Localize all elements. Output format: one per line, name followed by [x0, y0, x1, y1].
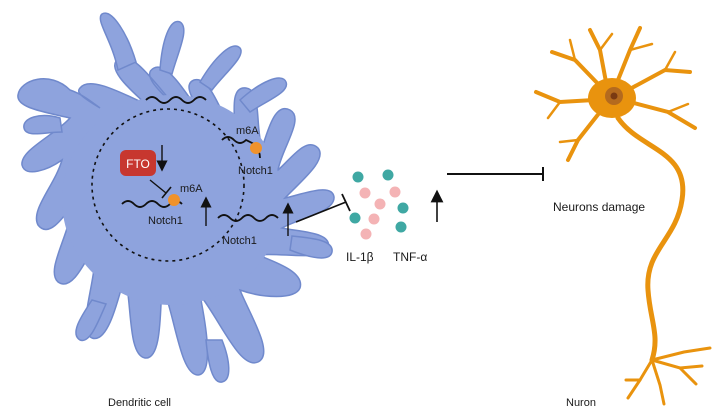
- m6a-label-cytoplasm: m6A: [236, 125, 259, 137]
- notch1-label-cytoplasm-upper: Notch1: [238, 165, 273, 177]
- fto-box: [120, 150, 156, 176]
- axon-terminal: [650, 346, 712, 362]
- cell-inhibit-line: [295, 201, 347, 223]
- cell-inhibit-bar: [341, 193, 351, 212]
- dendrite-spike: [75, 299, 108, 342]
- m6a-label-nucleus: m6A: [180, 183, 203, 195]
- neuron-nucleolus: [610, 92, 618, 100]
- cytokine-teal: [397, 202, 409, 214]
- cytoplasm-rna-top: [145, 96, 207, 104]
- neuron-dendrite: [568, 38, 577, 62]
- neurons-damage-label: Neurons damage: [553, 200, 645, 214]
- dendritic-cell: FTO m6A Notch1 m6A Notch1 Notch1: [17, 12, 335, 383]
- tnfa-label: TNF-α: [393, 250, 427, 264]
- cytokine-teal: [382, 169, 394, 181]
- cytokine-teal: [352, 171, 364, 183]
- m6a-dot-nucleus: [168, 194, 180, 206]
- dendrite-spike: [205, 339, 230, 383]
- neuron-dendrite: [626, 67, 692, 92]
- dendrite-spike: [238, 77, 288, 113]
- dendrite-spike: [23, 114, 63, 135]
- cytokine-cluster: [349, 169, 409, 240]
- neuron-dendrite: [616, 26, 642, 82]
- neuron-dendrite: [546, 100, 562, 120]
- fto-inhibit-bar: [161, 186, 172, 199]
- cytokine-pink: [374, 198, 386, 210]
- cytokine-teal: [395, 221, 407, 233]
- fto-inhibit-line: [149, 179, 167, 194]
- notch1-label-cytoplasm-lower: Notch1: [222, 235, 257, 247]
- neuron-dendrite: [666, 102, 690, 114]
- cytokine-pink: [368, 213, 380, 225]
- neuron-dendrite: [550, 50, 604, 90]
- fto-label: FTO: [126, 157, 150, 171]
- axon-terminal: [678, 366, 698, 386]
- neuron-dendrite: [566, 110, 602, 162]
- neuron: [534, 26, 712, 406]
- axon-terminal: [650, 358, 704, 370]
- axon-terminal: [650, 358, 666, 406]
- il1b-label: IL-1β: [346, 250, 374, 264]
- dendrite-spike: [198, 45, 242, 92]
- cytoplasm-rna-lower: [217, 214, 279, 222]
- dendrite-spike: [159, 20, 185, 75]
- cytokine-pink: [360, 228, 372, 240]
- neuron-axon: [615, 115, 686, 363]
- neuron-dendrite: [534, 90, 596, 105]
- dendrite-spike: [289, 235, 333, 259]
- neuron-dendrite: [588, 28, 608, 84]
- neuron-dendrite: [558, 138, 580, 144]
- neuron-dendrite: [628, 42, 654, 52]
- neuron-label: Nuron: [566, 397, 596, 409]
- cytokine-pink: [359, 187, 371, 199]
- dendritic-cell-label: Dendritic cell: [108, 397, 171, 409]
- neuron-dendrite: [663, 50, 677, 72]
- cytokine-teal: [349, 212, 361, 224]
- m6a-dot-cytoplasm: [250, 142, 262, 154]
- dendrite-spike: [99, 12, 137, 72]
- neuron-dendrite: [598, 32, 614, 52]
- nucleus-membrane: [91, 108, 245, 262]
- notch1-label-nucleus: Notch1: [148, 215, 183, 227]
- cytokine-pink: [389, 186, 401, 198]
